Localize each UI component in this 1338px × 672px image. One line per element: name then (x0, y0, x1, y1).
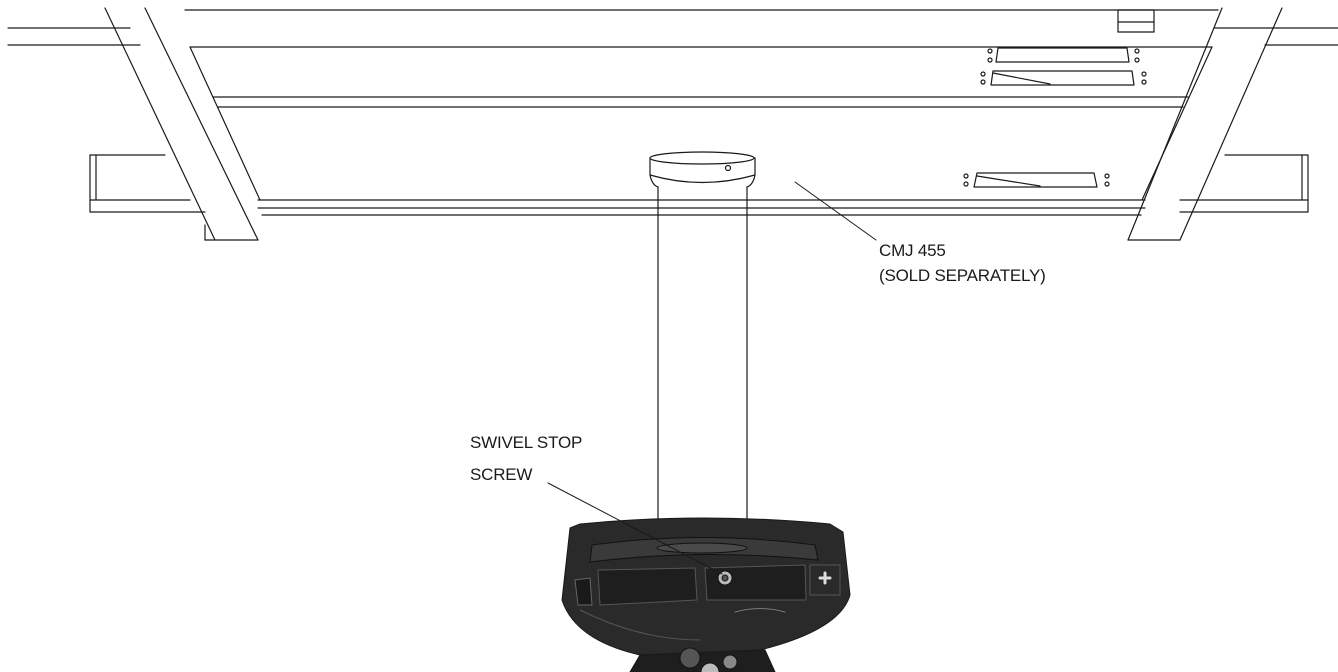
ceiling-grid (7, 7, 1338, 241)
mounting-slot (963, 172, 1110, 188)
projector-mount (561, 517, 851, 672)
ceiling-plate (184, 9, 1219, 216)
leader-line-cmj (794, 181, 877, 241)
mounting-slot (980, 70, 1147, 86)
cmj-455-label: CMJ 455 (879, 241, 946, 260)
sold-separately-label: (SOLD SEPARATELY) (879, 266, 1046, 285)
leader-line-swivel (547, 482, 723, 575)
screw-label: SCREW (470, 465, 533, 484)
extension-column (649, 151, 756, 549)
mounting-slot (987, 47, 1140, 63)
swivel-stop-label: SWIVEL STOP (470, 433, 583, 452)
